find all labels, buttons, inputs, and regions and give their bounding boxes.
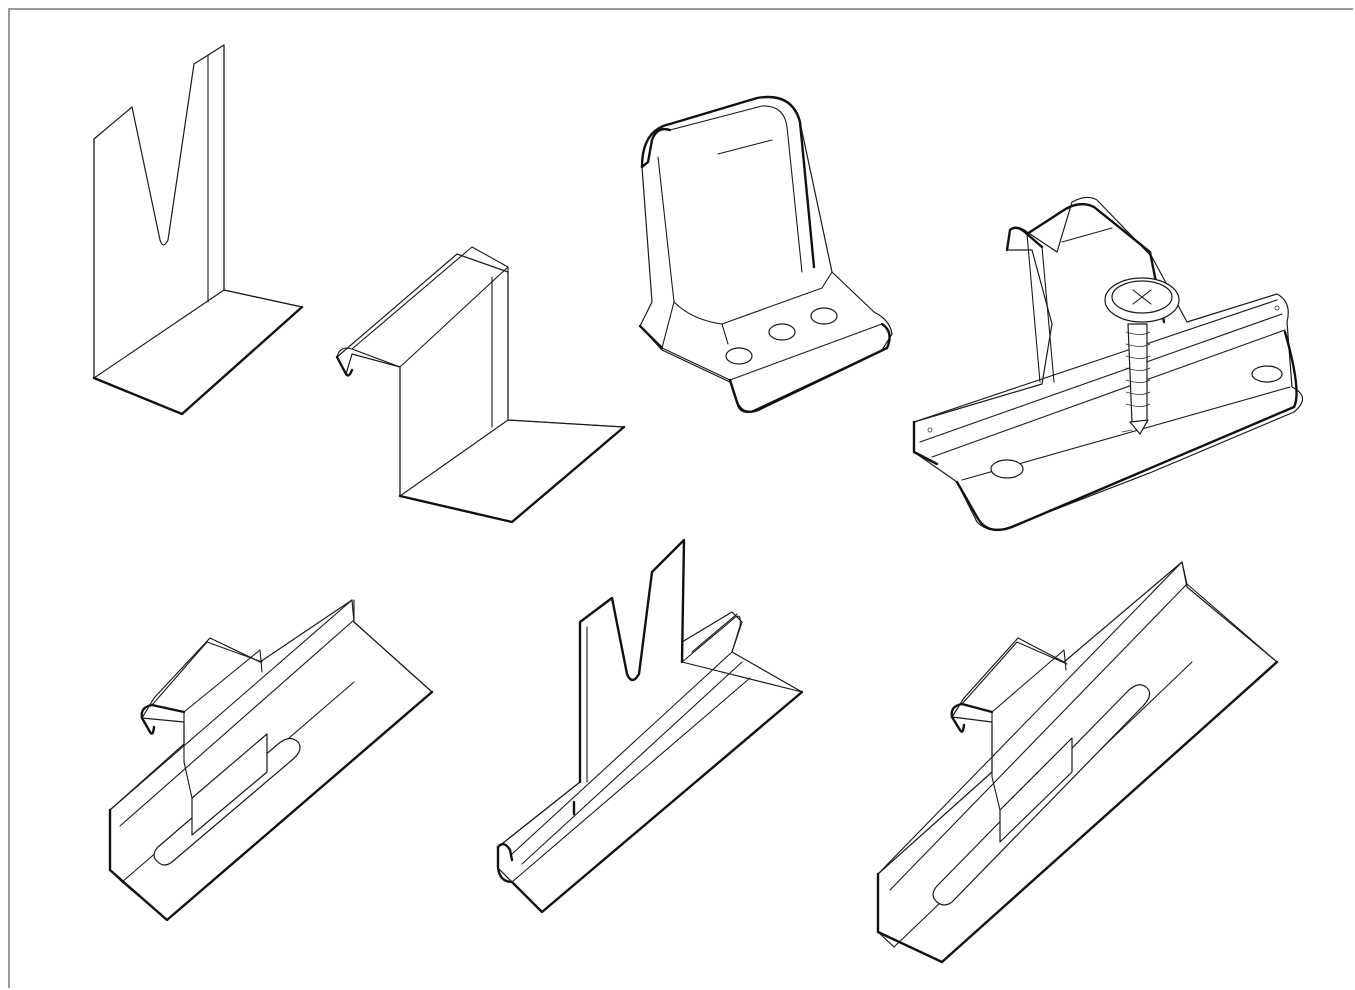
hook-slotted-channel-long	[876, 561, 1279, 964]
hook-slotted-channel	[108, 599, 434, 922]
v-notch-angle-bracket	[92, 44, 304, 416]
hook-clip-three-holes	[638, 95, 893, 413]
figure-frame	[8, 8, 1353, 988]
hardware-illustration	[92, 44, 1304, 964]
hook-clip-with-screw	[912, 196, 1304, 532]
v-notch-channel	[496, 538, 804, 914]
hook-angle-bracket	[335, 246, 626, 524]
